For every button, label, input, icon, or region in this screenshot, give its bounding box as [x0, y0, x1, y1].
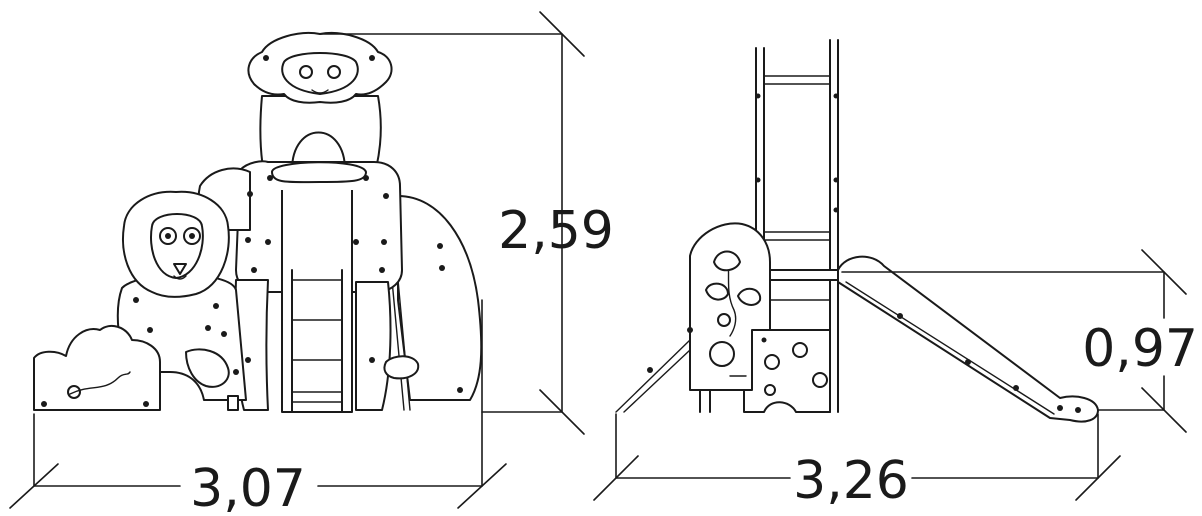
monkey-eye-left [299, 65, 313, 79]
side-left-ramp [615, 339, 691, 413]
step-hole-2 [792, 342, 808, 358]
front-height-tick-bottom [539, 389, 585, 435]
platform-height-dimension: 0,97 [841, 249, 1198, 433]
step-hole-3 [812, 372, 828, 388]
side-width-tick-right [1075, 455, 1121, 501]
front-width-tick-right [457, 463, 507, 509]
bush-flower [67, 385, 81, 399]
step-hole-4 [764, 384, 776, 396]
side-platform [763, 269, 841, 281]
front-lower-right-panel [355, 281, 392, 411]
lion-eye-left [159, 227, 177, 245]
platform-height-tick-bottom [1141, 387, 1187, 433]
front-rail [391, 279, 405, 411]
front-arch-cap [271, 161, 367, 184]
front-width-label: 3,07 [190, 459, 306, 516]
front-height-label: 2,59 [498, 201, 614, 261]
lion-mouth [173, 275, 187, 280]
lion-pupil-right [189, 233, 195, 239]
lion-pupil-left [165, 233, 171, 239]
bush-vine [69, 371, 131, 395]
platform-height-label: 0,97 [1082, 319, 1198, 379]
platform-height-tick-top [1141, 249, 1187, 295]
bush-bench [33, 324, 161, 411]
front-width-tick-left [9, 463, 59, 509]
side-flower-1 [713, 250, 741, 272]
side-view: 3,26 0,97 [593, 39, 1198, 511]
lion-eye-right [183, 227, 201, 245]
front-rail-2 [397, 279, 411, 411]
side-step-block [743, 329, 831, 413]
side-flower-panel [689, 222, 771, 391]
side-flower-3 [737, 287, 762, 306]
side-slide [837, 255, 1099, 423]
side-flower-2 [705, 282, 729, 301]
front-chute [281, 190, 353, 413]
lion-nose [173, 263, 187, 275]
monkey-face [281, 52, 359, 95]
front-height-dimension: 2,59 [319, 11, 614, 435]
side-knob [709, 341, 735, 367]
front-handle [383, 355, 420, 380]
front-right-panel [397, 195, 483, 401]
side-width-dimension: 3,26 [593, 413, 1121, 511]
lion-paw [185, 348, 230, 388]
front-view: 3,07 2,59 [9, 11, 614, 516]
side-rungs [763, 75, 831, 301]
step-hole-1 [764, 354, 780, 370]
side-bolts [647, 93, 1081, 413]
side-slide-edge [845, 281, 1055, 415]
side-width-label: 3,26 [793, 451, 909, 511]
side-width-tick-left [593, 455, 639, 501]
monkey-mouth [311, 89, 329, 94]
side-bud [717, 313, 731, 327]
lion-foot [227, 395, 239, 411]
monkey-eye-right [327, 65, 341, 79]
front-width-dimension: 3,07 [9, 299, 507, 516]
front-height-tick-top [539, 11, 585, 57]
front-bolts [41, 55, 463, 407]
